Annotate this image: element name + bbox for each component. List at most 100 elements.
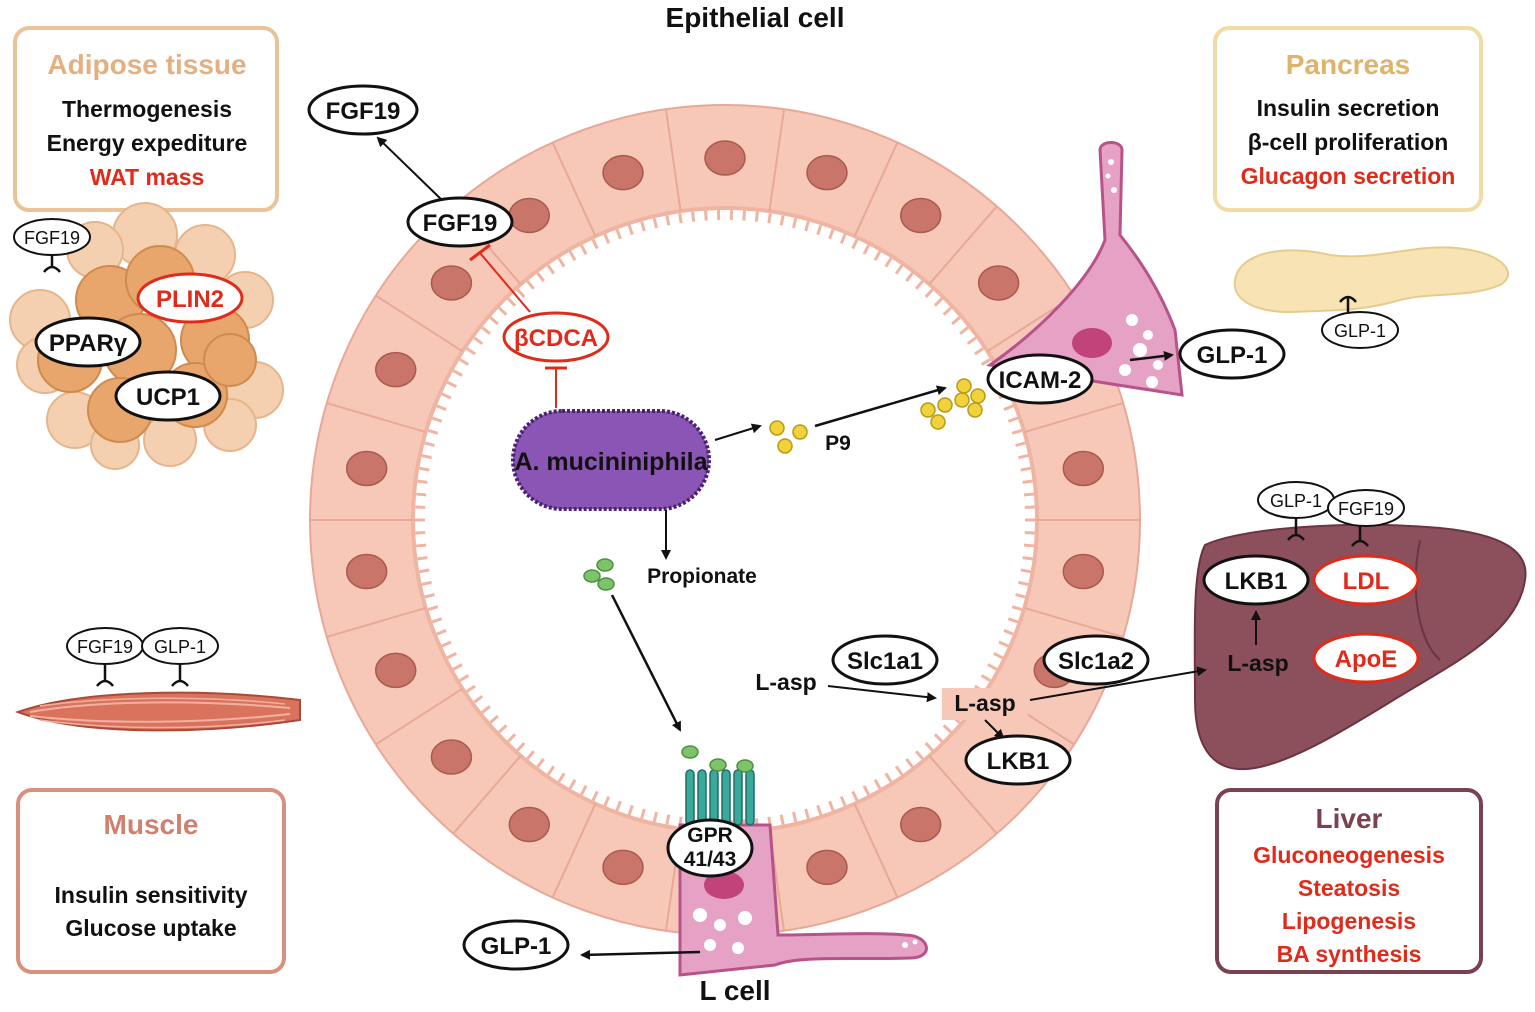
pancreas-red-item: Glucagon secretion — [1241, 163, 1456, 189]
microvillus — [416, 545, 426, 546]
fgf19-inner-label: FGF19 — [423, 210, 498, 237]
p9-label: P9 — [825, 432, 851, 455]
plin2-label: PLIN2 — [156, 286, 224, 313]
adipose-receptor-label: FGF19 — [24, 228, 80, 248]
glp1-bottom-oval: GLP-1 — [464, 921, 568, 969]
muscle-panel: Muscle Insulin sensitivity Glucose uptak… — [18, 790, 284, 972]
ucp1-marker: UCP1 — [116, 372, 220, 420]
cell-nucleus — [1063, 451, 1103, 485]
cell-nucleus — [431, 266, 471, 300]
liver-ldl: LDL — [1314, 556, 1418, 604]
microvillus — [1018, 456, 1028, 458]
ppar-label: PPARγ — [49, 330, 128, 357]
microvillus — [1024, 494, 1034, 495]
fgf19-outer-label: FGF19 — [326, 98, 401, 125]
microvillus — [744, 211, 745, 221]
muscle-receptor-glp1: GLP-1 — [142, 628, 218, 686]
bcdca-oval: βCDCA — [504, 313, 608, 361]
icam2-oval: ICAM-2 — [988, 355, 1092, 403]
liver-panel: Liver Gluconeogenesis Steatosis Lipogene… — [1217, 790, 1481, 972]
glp1-bottom-label: GLP-1 — [481, 933, 552, 960]
cell-nucleus — [603, 850, 643, 884]
liver-red-item: BA synthesis — [1277, 941, 1422, 967]
muscle-item: Glucose uptake — [65, 915, 236, 941]
pancreas-item: Insulin secretion — [1257, 95, 1440, 121]
microvillus — [417, 481, 427, 482]
liver-receptor-label: FGF19 — [1338, 499, 1394, 519]
microvillus — [756, 212, 757, 222]
gpr-label-line1: GPR — [687, 824, 733, 847]
microvillus — [1023, 558, 1033, 559]
microvillus — [419, 570, 429, 572]
fgf19-outer-oval: FGF19 — [309, 86, 417, 134]
microvillus — [706, 211, 707, 221]
glp1-right-label: GLP-1 — [1197, 342, 1268, 369]
cell-nucleus — [1063, 555, 1103, 589]
adipose-red-item: WAT mass — [90, 164, 205, 190]
muscle-title: Muscle — [104, 809, 199, 840]
pancreas-panel: Pancreas Insulin secretion β-cell prolif… — [1215, 28, 1481, 210]
l-cell-title: L cell — [699, 975, 770, 1006]
liver-red-item: Lipogenesis — [1282, 908, 1416, 934]
liver-apoe: ApoE — [1314, 634, 1418, 682]
liver-receptor-label: GLP-1 — [1270, 491, 1322, 511]
pancreas-item: β-cell proliferation — [1248, 129, 1449, 155]
slc1a1-label: Slc1a1 — [847, 648, 923, 675]
microvillus — [1023, 481, 1033, 482]
microvillus — [680, 213, 681, 223]
propionate-label: Propionate — [647, 565, 757, 588]
pancreas-illustration — [1235, 247, 1508, 312]
pancreas-receptor-label: GLP-1 — [1334, 321, 1386, 341]
liver-red-item: Steatosis — [1298, 875, 1400, 901]
bacterium-label: A. mucininiphila — [514, 448, 708, 476]
cell-nucleus — [901, 198, 941, 232]
microvillus — [417, 558, 427, 559]
liver-lkb1-label: LKB1 — [1225, 568, 1288, 595]
cell-nucleus — [603, 156, 643, 190]
microvillus — [667, 215, 669, 225]
microvillus — [667, 815, 669, 825]
adipose-panel: Adipose tissue Thermogenesis Energy expe… — [15, 28, 277, 210]
cell-nucleus — [979, 266, 1019, 300]
microvillus — [419, 468, 429, 470]
gpr-label-oval: GPR 41/43 — [668, 820, 752, 876]
fgf19-inner-oval: FGF19 — [408, 198, 512, 246]
cell-nucleus — [807, 850, 847, 884]
microvillus — [416, 494, 426, 495]
ucp1-label: UCP1 — [136, 384, 200, 411]
plin2-marker: PLIN2 — [138, 274, 242, 322]
muscle-receptor-fgf19: FGF19 — [67, 628, 143, 686]
slc1a2-oval: Slc1a2 — [1044, 636, 1148, 684]
microvillus — [422, 456, 432, 458]
liver-title: Liver — [1316, 803, 1383, 834]
liver-ldl-label: LDL — [1343, 568, 1390, 595]
muscle-illustration — [18, 693, 300, 731]
cell-nucleus — [347, 451, 387, 485]
slc1a1-oval: Slc1a1 — [833, 636, 937, 684]
adipose-item: Thermogenesis — [62, 96, 232, 122]
microvillus — [781, 815, 783, 825]
ppar-marker: PPARγ — [36, 318, 140, 366]
lasp-left-label: L-asp — [755, 669, 816, 695]
akkermansia-bacterium: A. mucininiphila — [513, 411, 709, 509]
microvillus — [1024, 545, 1034, 546]
microvillus — [1018, 582, 1028, 584]
liver-apoe-label: ApoE — [1335, 646, 1398, 673]
glp1-right-oval: GLP-1 — [1180, 330, 1284, 378]
microvillus — [1021, 468, 1031, 470]
microvillus — [769, 213, 770, 223]
cell-nucleus — [347, 555, 387, 589]
icam2-label: ICAM-2 — [999, 367, 1082, 394]
cell-nucleus — [807, 156, 847, 190]
bcdca-label: βCDCA — [514, 325, 598, 352]
cell-nucleus — [376, 353, 416, 387]
pancreas-title: Pancreas — [1286, 49, 1411, 80]
liver-lasp-label: L-asp — [1227, 650, 1288, 676]
muscle-item: Insulin sensitivity — [55, 882, 248, 908]
microvillus — [781, 215, 783, 225]
cell-nucleus — [431, 740, 471, 774]
muscle-receptor-label: FGF19 — [77, 637, 133, 657]
cell-nucleus — [705, 141, 745, 175]
gpr-label-line2: 41/43 — [684, 848, 737, 871]
